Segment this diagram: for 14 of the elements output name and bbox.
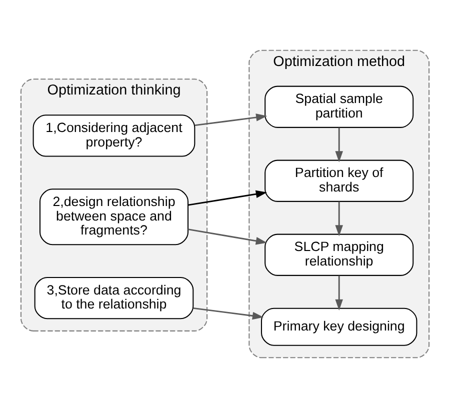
arrow [335,201,343,236]
arrow [335,275,343,310]
node-box: Spatial sample partition [264,85,414,128]
arrow [335,127,343,162]
node-box: 2,design relationship between space and fragments? [39,188,188,245]
arrow [188,228,268,244]
arrow [194,113,268,126]
node-box: 1,Considering adjacent property? [32,114,196,156]
node-box: SLCP mapping relationship [264,233,414,276]
node-box: Primary key designing [260,307,418,346]
arrow [193,306,264,320]
node-box: 3,Store data according to the relationship [34,276,194,319]
arrow [188,190,268,206]
node-box: Partition key of shards [264,159,414,202]
